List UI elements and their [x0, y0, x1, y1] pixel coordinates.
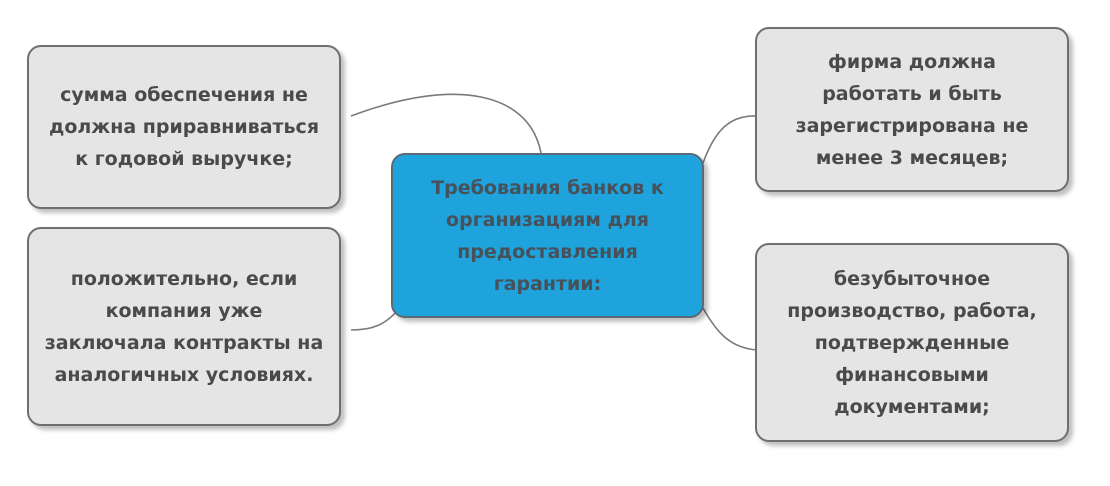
branch-node-top-right: фирма должна работать и быть зарегистрир…: [755, 27, 1069, 192]
branch-text: фирма должна работать и быть зарегистрир…: [795, 50, 1029, 169]
connector-bottom-right: [702, 307, 758, 351]
branch-text: положительно, если компания уже заключал…: [44, 267, 324, 386]
branch-text: сумма обеспечения не должна приравнивать…: [48, 84, 320, 170]
connector-top-right: [702, 115, 758, 164]
branch-node-top-left: сумма обеспечения не должна приравнивать…: [27, 45, 341, 209]
branch-text: безубыточное производство, работа, подтв…: [787, 267, 1037, 418]
central-node: Требования банков к организациям для пре…: [391, 153, 704, 318]
branch-node-bottom-right: безубыточное производство, работа, подтв…: [755, 243, 1069, 442]
central-topic-text: Требования банков к организациям для пре…: [431, 176, 664, 295]
branch-node-bottom-left: положительно, если компания уже заключал…: [27, 227, 341, 426]
connector-top-left: [350, 93, 542, 154]
connector-bottom-left: [350, 309, 399, 331]
